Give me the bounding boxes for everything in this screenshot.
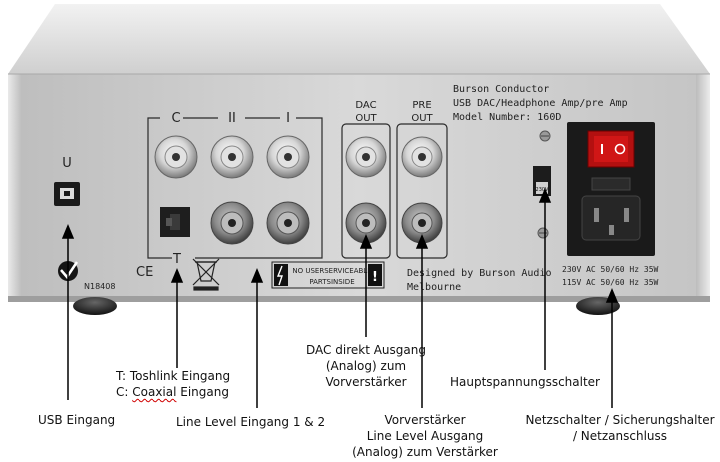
designed-location-text: Melbourne: [407, 282, 461, 293]
rca-jack-input2-bottom: [210, 201, 254, 245]
annotation-line-level-input: Line Level Eingang 1 & 2: [176, 415, 326, 429]
power-inlet-module: [567, 122, 655, 256]
power-rating-2: 115V AC 50/60 Hz 35W: [562, 278, 659, 287]
toslink-port: [160, 207, 190, 237]
svg-text:230V: 230V: [536, 187, 550, 193]
rca-jack-input1-bottom: [266, 201, 310, 245]
input-2-label: II: [228, 111, 236, 126]
rca-jack-pre-out-bottom: [401, 202, 443, 244]
input-1-label: I: [286, 111, 290, 126]
designed-by-text: Designed by Burson Audio: [407, 268, 552, 279]
weee-bin-icon: [192, 258, 220, 291]
screw-icon: [539, 130, 551, 142]
rca-jack-coaxial: [154, 135, 198, 179]
pre-out-label-2: OUT: [411, 113, 433, 124]
cert-code: N18408: [84, 282, 115, 291]
annotation-main-power-switch: Hauptspannungsschalter: [450, 375, 600, 389]
annotation-toshlink-coaxial: T: Toshlink Eingang C: Coaxial Eingang: [116, 369, 231, 399]
screw-icon: [537, 227, 549, 239]
rca-jack-dac-out-top: [345, 136, 387, 178]
pre-out-label-1: PRE: [412, 100, 431, 111]
power-rating-1: 230V AC 50/60 Hz 35W: [562, 265, 659, 274]
rca-jack-pre-out-top: [401, 136, 443, 178]
dac-out-label-1: DAC: [355, 100, 376, 111]
input-c-label: C: [171, 111, 180, 126]
svg-text:NO USERSERVICEABLE: NO USERSERVICEABLE: [292, 267, 371, 275]
warning-label: NO USERSERVICEABLE PARTSINSIDE !: [271, 261, 385, 289]
annotation-usb-input: USB Eingang: [38, 413, 116, 427]
side-left: [8, 74, 22, 300]
annotation-power-inlet: Netzschalter / Sicherungshalter / Netzan…: [525, 413, 715, 443]
brand-text: Burson Conductor: [453, 84, 549, 95]
annotation-dac-direct-output: DAC direkt Ausgang (Analog) zum Vorverst…: [306, 343, 426, 389]
rca-jack-dac-out-bottom: [345, 202, 387, 244]
usb-port-label: U: [62, 156, 72, 171]
rca-jack-input2-top: [210, 135, 254, 179]
side-right: [696, 74, 710, 300]
ce-mark: CE: [136, 265, 153, 280]
dac-out-label-2: OUT: [355, 113, 377, 124]
svg-text:PARTSINSIDE: PARTSINSIDE: [309, 278, 354, 286]
rca-jack-input1-top: [266, 135, 310, 179]
annotation-pre-amp-output: Vorverstärker Line Level Ausgang (Analog…: [352, 413, 498, 459]
chassis-top: [8, 4, 710, 74]
toslink-label: T: [172, 252, 181, 267]
product-description: USB DAC/Headphone Amp/pre Amp: [453, 98, 628, 109]
model-number: Model Number: 160D: [453, 112, 561, 123]
voltage-selector-switch: 230V: [533, 166, 551, 196]
warning-mark: !: [372, 270, 378, 285]
foot-left: [73, 297, 117, 315]
